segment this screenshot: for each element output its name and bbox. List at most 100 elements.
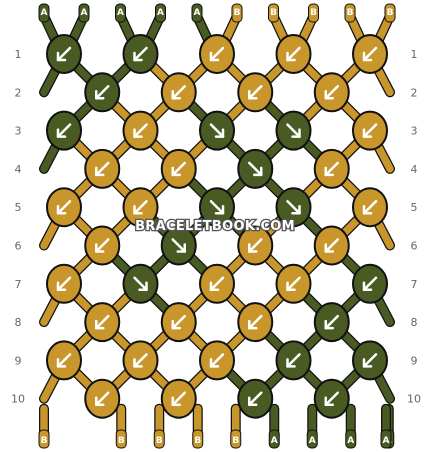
arrow-down-right-icon — [133, 276, 148, 292]
arrow-down-left-icon — [362, 199, 378, 215]
row-number-left: 3 — [15, 125, 22, 138]
knot — [46, 263, 82, 304]
string-end-bottom — [268, 429, 280, 449]
arrow-down-left-icon — [133, 199, 148, 215]
knot — [313, 378, 350, 419]
arrow-down-left-icon — [209, 353, 225, 368]
knot — [84, 148, 121, 189]
string-label-bottom: A — [383, 436, 390, 446]
knot — [199, 263, 235, 304]
arrow-down-left-icon — [133, 123, 148, 138]
knot — [199, 110, 235, 151]
knot — [237, 72, 274, 113]
arrow-head-icon — [171, 396, 181, 406]
arrow-down-left-icon — [171, 85, 186, 100]
string-ends: AAAAABBBBBBBBBBAAAAA — [38, 3, 396, 449]
row-number-left: 6 — [15, 240, 22, 253]
string-end-top — [268, 3, 279, 23]
arrow-down-left-icon — [362, 123, 378, 138]
arrow-head-icon — [362, 51, 373, 62]
arrow-down-left-icon — [133, 46, 148, 62]
row-number-right: 3 — [411, 125, 418, 138]
arrow-head-icon — [95, 319, 105, 330]
arrow-head-icon — [324, 90, 334, 100]
arrow-down-right-icon — [248, 161, 263, 177]
string-end-bottom — [380, 429, 392, 449]
row-number-right: 5 — [411, 201, 418, 214]
arrow-down-left-icon — [95, 314, 110, 330]
arrow-head-icon — [176, 243, 186, 253]
arrow-down-left-icon — [324, 238, 339, 253]
knot — [46, 34, 82, 74]
string-end-top — [78, 3, 90, 23]
arrow-down-left-icon — [324, 161, 339, 177]
row-number-right: 4 — [411, 163, 418, 176]
arrow-head-icon — [214, 204, 225, 215]
knot — [275, 340, 312, 381]
arrow-down-left-icon — [95, 391, 110, 406]
string-end-bottom — [230, 429, 242, 449]
string-end-top — [344, 3, 356, 23]
arrow-head-icon — [95, 243, 105, 253]
knot — [237, 225, 274, 266]
knot — [122, 34, 159, 74]
arrow-head-icon — [324, 166, 334, 177]
arrow-down-left-icon — [209, 276, 225, 292]
knot — [160, 225, 197, 266]
arrow-head-icon — [286, 51, 296, 62]
string-label-bottom: A — [271, 436, 278, 446]
arrow-head-icon — [362, 358, 373, 368]
knot — [352, 34, 388, 74]
string-end-bottom — [345, 429, 357, 449]
arrow-head-icon — [171, 166, 181, 177]
knot — [160, 148, 197, 189]
string-label-bottom: B — [156, 436, 163, 446]
knot — [199, 34, 235, 74]
arrow-head-icon — [56, 358, 67, 368]
knot — [122, 110, 159, 151]
arrow-head-icon — [291, 204, 301, 215]
arrow-down-left-icon — [56, 46, 72, 62]
arrow-down-left-icon — [324, 391, 339, 406]
arrow-head-icon — [286, 281, 296, 292]
string-end-top — [191, 3, 203, 23]
arrow-head-icon — [95, 396, 105, 406]
knot — [352, 187, 388, 228]
arrow-head-icon — [95, 166, 105, 177]
arrow-down-right-icon — [209, 123, 225, 138]
arrow-head-icon — [56, 51, 67, 62]
arrow-down-left-icon — [56, 353, 72, 368]
arrow-head-icon — [56, 281, 67, 292]
knot — [275, 263, 312, 304]
arrow-down-left-icon — [171, 391, 186, 406]
string-label-bottom: A — [347, 436, 354, 446]
knot — [84, 225, 121, 266]
knot — [46, 340, 82, 381]
arrow-head-icon — [133, 204, 143, 215]
arrow-down-right-icon — [286, 199, 301, 215]
watermark-text: BRACELETBOOK.COM — [135, 219, 295, 234]
arrow-head-icon — [362, 204, 373, 215]
row-number-right: 9 — [411, 354, 418, 367]
arrow-head-icon — [209, 358, 220, 368]
string-end-top — [308, 3, 319, 23]
row-number-left: 7 — [15, 278, 22, 291]
knot — [84, 378, 121, 419]
arrow-down-left-icon — [248, 85, 263, 100]
arrow-down-left-icon — [286, 353, 301, 368]
knot — [160, 72, 197, 113]
string-label-bottom: B — [232, 436, 239, 446]
arrow-head-icon — [214, 128, 225, 138]
arrow-head-icon — [95, 90, 105, 100]
row-number-left: 5 — [15, 201, 22, 214]
arrow-down-left-icon — [362, 46, 378, 62]
arrow-down-left-icon — [324, 85, 339, 100]
knot — [313, 302, 350, 343]
knot — [313, 148, 350, 189]
string-end-bottom — [192, 429, 204, 449]
knot — [46, 110, 82, 151]
arrow-down-left-icon — [362, 276, 378, 292]
arrow-head-icon — [209, 51, 220, 62]
